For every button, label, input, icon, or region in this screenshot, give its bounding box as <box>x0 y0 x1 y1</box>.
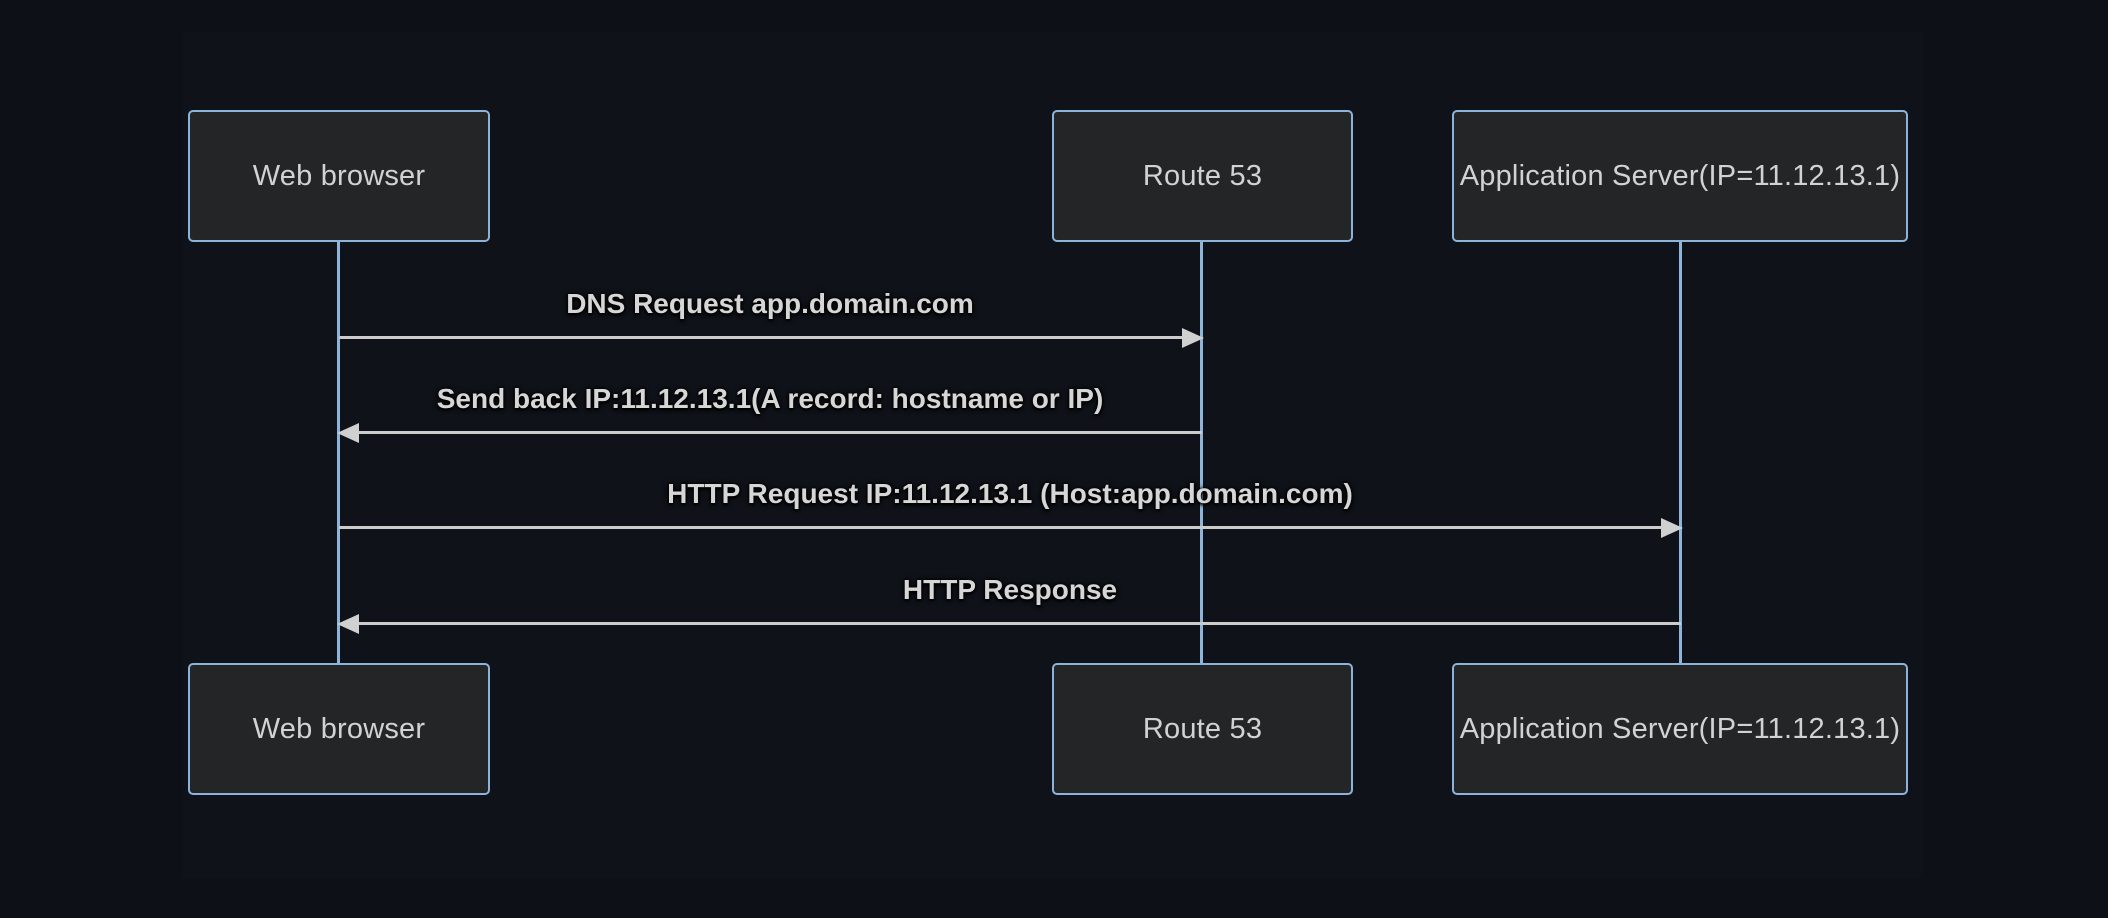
message-arrow-dns-request <box>339 336 1184 339</box>
message-label-dns-request: DNS Request app.domain.com <box>566 288 974 319</box>
actor-box-web-browser-top: Web browser <box>188 110 490 242</box>
lifeline-route-53 <box>1200 240 1203 666</box>
message-arrow-send-back-ip <box>357 431 1202 434</box>
lifeline-app-server <box>1679 240 1682 666</box>
message-label-http-response: HTTP Response <box>902 574 1118 605</box>
actor-box-app-server-top: Application Server(IP=11.12.13.1) <box>1452 110 1908 242</box>
actor-label: Web browser <box>252 712 426 745</box>
message-label-http-request: HTTP Request IP:11.12.13.1 (Host:app.dom… <box>667 478 1353 509</box>
arrowhead-right <box>1182 328 1204 348</box>
actor-label: Web browser <box>252 159 426 192</box>
actor-box-route-53-bottom: Route 53 <box>1052 663 1353 795</box>
arrowhead-right <box>1661 518 1683 538</box>
actor-label: Route 53 <box>1142 712 1263 745</box>
arrowhead-left <box>337 614 359 634</box>
message-label-send-back-ip: Send back IP:11.12.13.1(A record: hostna… <box>436 383 1104 414</box>
message-arrow-http-response <box>357 622 1681 625</box>
actor-label: Route 53 <box>1142 159 1263 192</box>
actor-box-web-browser-bottom: Web browser <box>188 663 490 795</box>
arrowhead-left <box>337 423 359 443</box>
actor-label: Application Server(IP=11.12.13.1) <box>1459 712 1901 745</box>
actor-box-route-53-top: Route 53 <box>1052 110 1353 242</box>
lifeline-web-browser <box>337 240 340 666</box>
actor-box-app-server-bottom: Application Server(IP=11.12.13.1) <box>1452 663 1908 795</box>
actor-label: Application Server(IP=11.12.13.1) <box>1459 159 1901 192</box>
message-arrow-http-request <box>339 526 1663 529</box>
